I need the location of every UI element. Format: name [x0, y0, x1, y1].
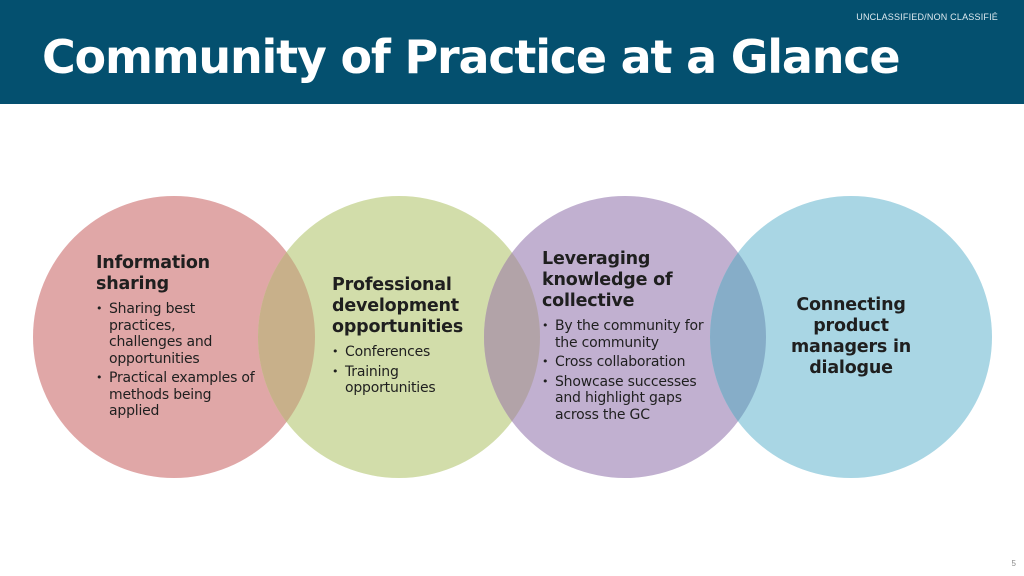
circle-connecting-managers — [710, 196, 992, 478]
bullet-item: By the community for the community — [542, 318, 710, 351]
page-number: 5 — [1011, 559, 1016, 568]
circle-1-text: Information sharing Sharing best practic… — [96, 253, 266, 423]
circle-2-text: Professional development opportunities C… — [332, 275, 482, 400]
circle-2-heading: Professional development opportunities — [332, 275, 464, 337]
bullet-item: Cross collaboration — [542, 354, 725, 371]
circle-3-bullets: By the community for the community Cross… — [542, 318, 717, 423]
circle-4-heading: Connecting product managers in dialogue — [790, 295, 912, 378]
bullet-item: Training opportunities — [332, 364, 465, 397]
circle-3-heading: Leveraging knowledge of collective — [542, 249, 673, 311]
circle-1-heading: Information sharing — [96, 253, 210, 294]
classification-label: UNCLASSIFIED/NON CLASSIFIÉ — [856, 12, 998, 22]
circle-4-text: Connecting product managers in dialogue — [781, 295, 921, 385]
circle-3-text: Leveraging knowledge of collective By th… — [542, 249, 717, 426]
title-banner: UNCLASSIFIED/NON CLASSIFIÉ Community of … — [0, 0, 1024, 104]
bullet-item: Showcase successes and highlight gaps ac… — [542, 374, 720, 424]
circle-1-bullets: Sharing best practices, challenges and o… — [96, 301, 266, 420]
bullet-item: Conferences — [332, 344, 482, 361]
bullet-item: Sharing best practices, challenges and o… — [96, 301, 234, 367]
circle-2-bullets: Conferences Training opportunities — [332, 344, 482, 397]
bullet-item: Practical examples of methods being appl… — [96, 370, 259, 420]
circle-professional-development — [258, 196, 540, 478]
page-title: Community of Practice at a Glance — [42, 30, 901, 84]
